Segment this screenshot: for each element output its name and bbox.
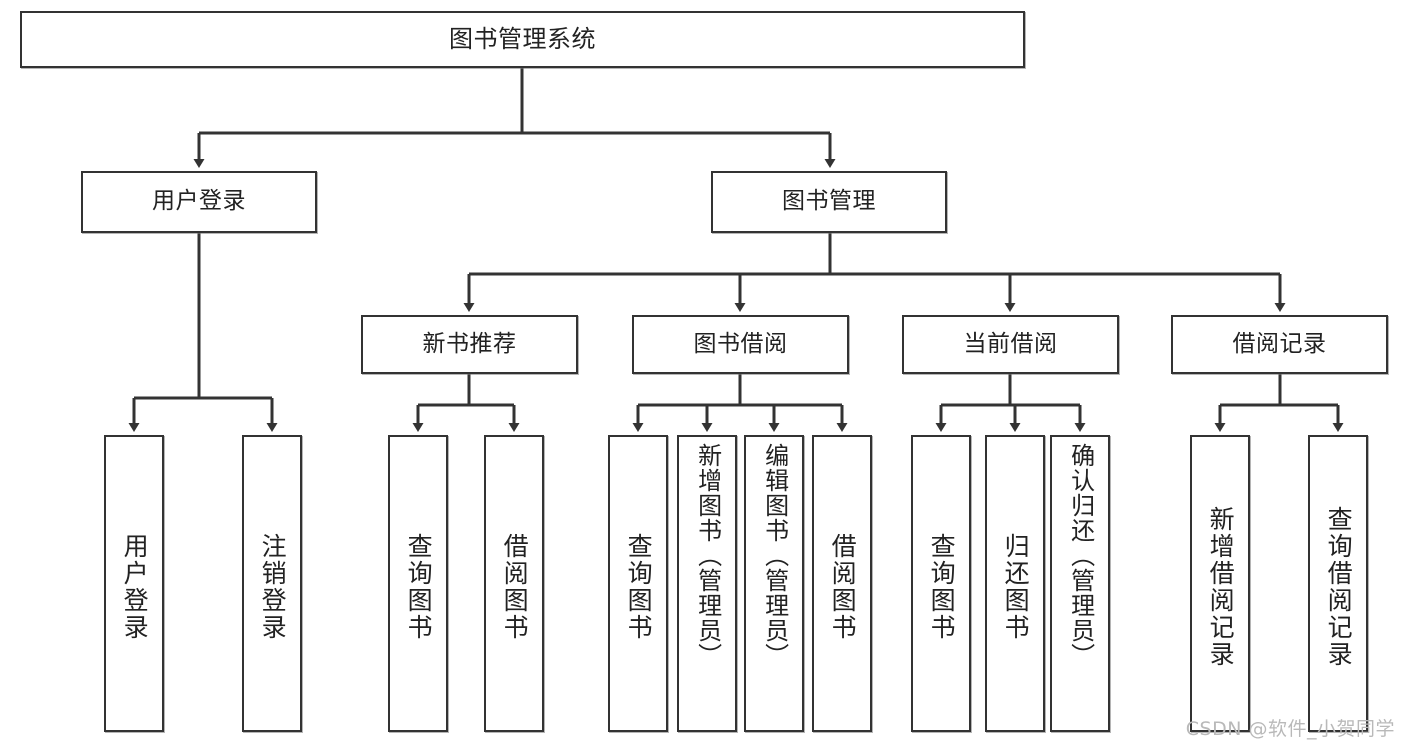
node-leaf-query-book[interactable]: 查询图书 — [608, 435, 668, 732]
node-book-borrow[interactable]: 图书借阅 — [632, 315, 849, 374]
node-leaf-confirm-return-label: 确认归还（管理员） — [1066, 443, 1095, 668]
node-leaf-user-login-label: 用户登录 — [120, 532, 150, 641]
node-current-borrow-label: 当前借阅 — [963, 330, 1058, 357]
node-new-book-rec[interactable]: 新书推荐 — [361, 315, 578, 374]
node-root-label: 图书管理系统 — [449, 25, 596, 54]
node-leaf-return-book[interactable]: 归还图书 — [985, 435, 1045, 732]
node-leaf-add-record[interactable]: 新增借阅记录 — [1190, 435, 1250, 732]
node-leaf-borrow-book[interactable]: 借阅图书 — [812, 435, 872, 732]
node-leaf-query-book-cur[interactable]: 查询图书 — [911, 435, 971, 732]
node-leaf-borrow-book-rec[interactable]: 借阅图书 — [484, 435, 544, 732]
node-leaf-edit-book-label: 编辑图书（管理员） — [760, 443, 789, 668]
node-book-borrow-label: 图书借阅 — [693, 330, 788, 357]
node-borrow-record[interactable]: 借阅记录 — [1171, 315, 1388, 374]
node-leaf-add-record-label: 新增借阅记录 — [1206, 505, 1236, 668]
node-leaf-query-book-cur-label: 查询图书 — [927, 532, 957, 641]
node-leaf-edit-book[interactable]: 编辑图书（管理员） — [744, 435, 804, 732]
node-user-login-label: 用户登录 — [152, 188, 246, 215]
node-root[interactable]: 图书管理系统 — [20, 11, 1025, 68]
node-leaf-query-record[interactable]: 查询借阅记录 — [1308, 435, 1368, 732]
node-book-manage[interactable]: 图书管理 — [711, 171, 947, 233]
node-leaf-borrow-book-rec-label: 借阅图书 — [500, 532, 530, 641]
node-new-book-rec-label: 新书推荐 — [422, 330, 517, 357]
node-leaf-borrow-book-label: 借阅图书 — [828, 532, 858, 641]
node-current-borrow[interactable]: 当前借阅 — [902, 315, 1119, 374]
node-leaf-confirm-return[interactable]: 确认归还（管理员） — [1050, 435, 1110, 732]
node-leaf-user-login[interactable]: 用户登录 — [104, 435, 164, 732]
node-leaf-add-book[interactable]: 新增图书（管理员） — [677, 435, 737, 732]
node-leaf-return-book-label: 归还图书 — [1001, 532, 1031, 641]
node-user-login[interactable]: 用户登录 — [81, 171, 317, 233]
node-leaf-query-book-rec-label: 查询图书 — [404, 532, 434, 641]
watermark: CSDN @软件_小贺同学 — [1185, 718, 1395, 740]
node-leaf-logout-label: 注销登录 — [258, 532, 288, 641]
node-leaf-query-record-label: 查询借阅记录 — [1324, 505, 1354, 668]
node-leaf-query-book-rec[interactable]: 查询图书 — [388, 435, 448, 732]
node-leaf-add-book-label: 新增图书（管理员） — [693, 443, 722, 668]
node-borrow-record-label: 借阅记录 — [1232, 330, 1327, 357]
node-leaf-logout[interactable]: 注销登录 — [242, 435, 302, 732]
node-leaf-query-book-label: 查询图书 — [624, 532, 654, 641]
node-book-manage-label: 图书管理 — [782, 188, 876, 215]
